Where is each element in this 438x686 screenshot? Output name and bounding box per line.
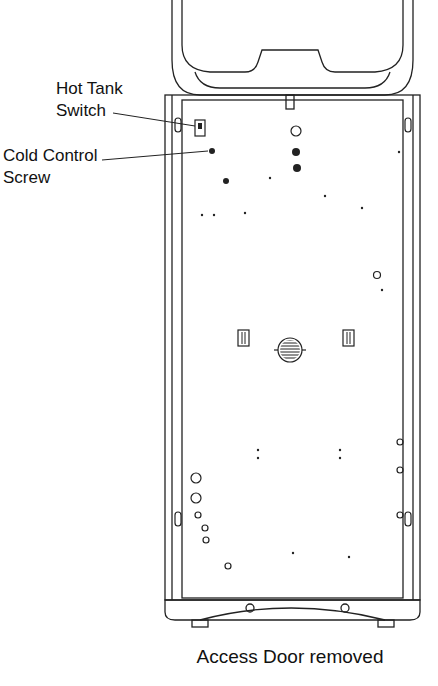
fasteners (201, 148, 400, 558)
vent-slots (343, 330, 354, 346)
fasteners (293, 164, 301, 172)
cabinet-outline (182, 0, 403, 72)
panel-details (291, 126, 301, 136)
fasteners (361, 207, 363, 209)
panel-details (175, 512, 181, 526)
cabinet-outline (171, 95, 172, 600)
panel-details (175, 118, 411, 569)
fasteners (209, 148, 215, 154)
hot-tank-switch (198, 123, 202, 129)
vent-slots (245, 332, 246, 344)
leader-lines (102, 113, 208, 160)
fasteners (381, 289, 383, 291)
vent-slots (242, 332, 243, 344)
fasteners (339, 457, 341, 459)
fasteners (213, 214, 215, 216)
panel-details (203, 537, 209, 543)
panel-details (278, 338, 302, 362)
fasteners (348, 556, 350, 558)
grill (280, 340, 300, 360)
panel-details (374, 272, 381, 279)
fasteners (398, 151, 400, 153)
vent-slots (347, 332, 348, 344)
cabinet-outline (341, 604, 349, 612)
panel-details (195, 512, 201, 518)
cabinet-outline (172, 0, 413, 95)
fasteners (269, 177, 271, 179)
cabinet-outline (165, 95, 420, 600)
vent-slots (238, 330, 249, 346)
fasteners (244, 212, 246, 214)
cabinet-outline (246, 604, 254, 612)
caption: Access Door removed (197, 645, 384, 669)
fasteners (201, 214, 203, 216)
panel-details (175, 118, 181, 132)
fasteners (257, 449, 259, 451)
fasteners (292, 552, 294, 554)
cabinet-outline (182, 100, 403, 598)
cabinet-outline (200, 608, 385, 620)
hot-tank-switch (195, 120, 205, 136)
fasteners (292, 148, 300, 156)
cabinet-outline (195, 72, 390, 88)
panel-details (191, 493, 201, 503)
part-label: Cold Control Screw (3, 145, 115, 189)
panel-details (202, 525, 208, 531)
vent-slots (238, 330, 354, 346)
panel-details (225, 563, 231, 569)
panel-details (397, 467, 403, 473)
hot-tank-switch (195, 120, 205, 136)
cabinet-outline (165, 600, 420, 620)
part-label: Hot Tank Switch (56, 78, 136, 122)
panel-details (405, 118, 411, 132)
panel-details (302, 349, 306, 350)
cabinet-outline (165, 0, 420, 627)
leader-lines (102, 151, 208, 160)
fasteners (324, 195, 326, 197)
fasteners (257, 457, 259, 459)
vent-slots (350, 332, 351, 344)
panel-details (405, 512, 411, 526)
fasteners (223, 178, 229, 184)
cabinet-outline (286, 95, 294, 109)
cabinet-outline (412, 95, 413, 600)
fasteners (339, 449, 341, 451)
cabinet-outline (378, 620, 394, 627)
leader-lines (113, 113, 195, 126)
panel-details (397, 439, 403, 445)
panel-details (274, 349, 278, 350)
cabinet-outline (192, 620, 208, 627)
panel-details (191, 473, 201, 483)
panel-details (397, 512, 403, 518)
